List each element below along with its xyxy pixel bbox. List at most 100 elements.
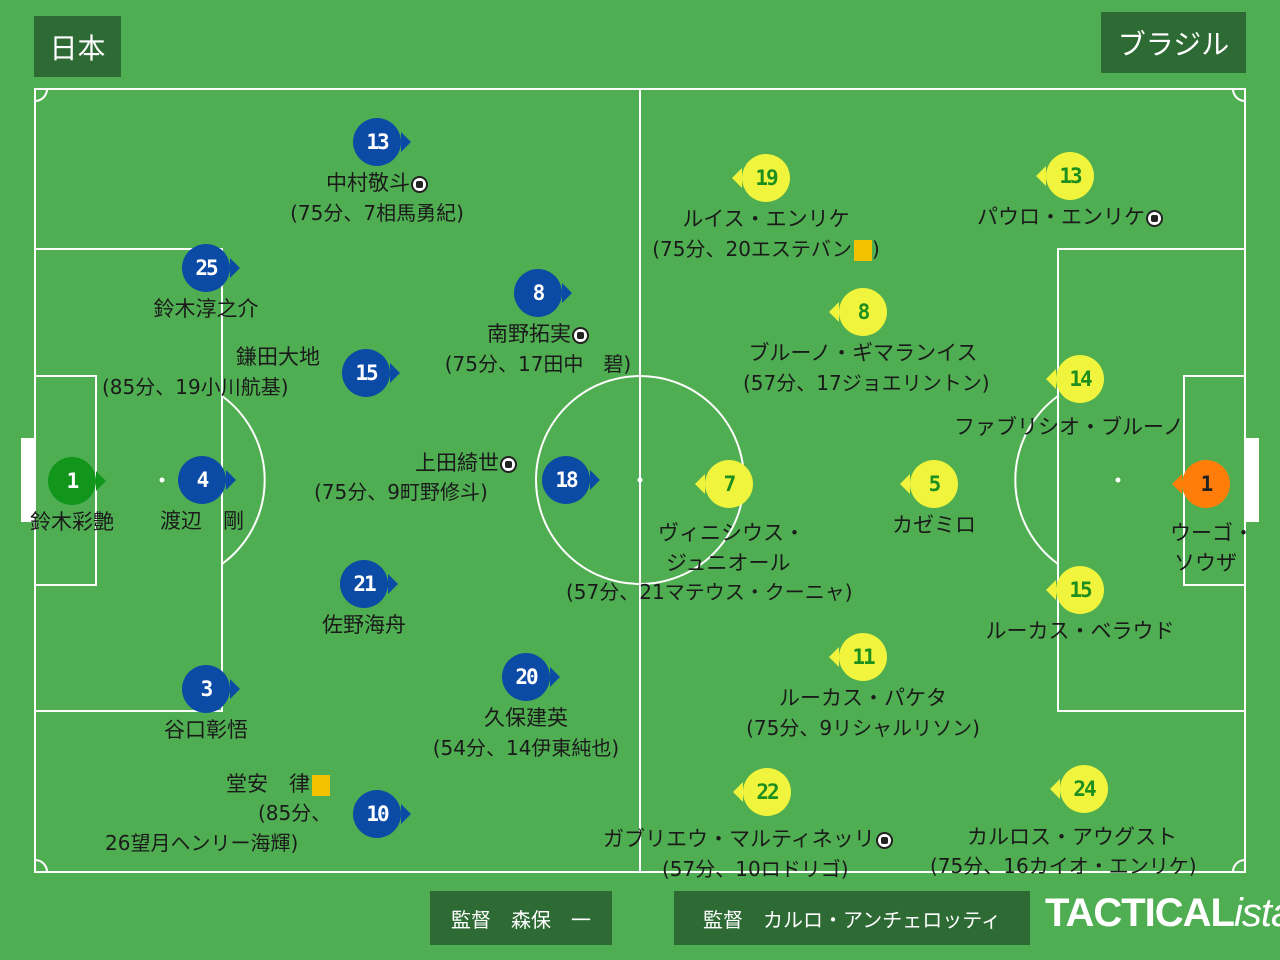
direction-arrow-icon: [562, 283, 572, 303]
direction-arrow-icon: [695, 474, 705, 494]
jersey-number: 20: [502, 653, 550, 701]
direction-arrow-icon: [829, 302, 839, 322]
substitution-text: (75分、7相馬勇紀): [290, 201, 464, 225]
player-name: ガブリエウ・マルティネッリ: [603, 827, 875, 851]
player-br-7: 7: [609, 460, 849, 508]
player-name: カゼミロ: [892, 513, 976, 537]
jersey-number: 7: [705, 460, 753, 508]
player-name: 佐野海舟: [322, 613, 406, 637]
jersey-number: 21: [340, 560, 388, 608]
jersey-number: 1: [1182, 460, 1230, 508]
player-name-row: 南野拓実: [418, 319, 658, 349]
right-goal: [1245, 438, 1259, 522]
direction-arrow-icon: [230, 679, 240, 699]
brand-suffix: ista: [1234, 891, 1280, 935]
substitution-text: (54分、14伊東純也): [432, 736, 620, 760]
direction-arrow-icon: [1050, 779, 1060, 799]
br-14-name: ファブリシオ・ブルーノ: [954, 415, 1184, 439]
player-jp-25: 25 鈴木淳之介: [86, 244, 326, 324]
jp-10-substitution-2: 26望月ヘンリー海輝): [105, 831, 299, 855]
jersey-number: 25: [182, 244, 230, 292]
right-penalty-arc: [1014, 395, 1059, 565]
direction-arrow-icon: [388, 574, 398, 594]
corner-arc-tl: [34, 88, 48, 102]
player-name: 中村敬斗: [326, 171, 410, 195]
br-gk-name-line2: ソウザ: [1174, 551, 1237, 575]
player-name-row: パウロ・エンリケ: [950, 202, 1190, 232]
player-name-row: 中村敬斗: [257, 168, 497, 198]
soccer-ball-icon: [1146, 209, 1163, 227]
soccer-ball-icon: [500, 455, 517, 473]
jersey-number: 15: [1056, 566, 1104, 614]
player-jp-10: 10: [257, 790, 497, 838]
player-jp-8: 8 南野拓実 (75分、17田中 碧): [418, 269, 658, 379]
yellow-card-icon: [312, 774, 330, 796]
direction-arrow-icon: [226, 470, 236, 490]
player-jp-15: 15: [246, 349, 486, 397]
jersey-number: 10: [353, 790, 401, 838]
substitution-close: ): [871, 237, 880, 261]
player-br-11: 11 ルーカス・パケタ (75分、9リシャルリソン): [743, 633, 983, 743]
br-24-name: カルロス・アウグスト: [967, 825, 1177, 849]
soccer-ball-icon: [875, 831, 893, 849]
br-7-name-line1: ヴィニシウス・: [658, 521, 805, 545]
player-name: ブルーノ・ギマランイス: [748, 341, 978, 365]
direction-arrow-icon: [1046, 580, 1056, 600]
jersey-number: 5: [910, 460, 958, 508]
player-jp-3: 3 谷口彰悟: [86, 665, 326, 745]
yellow-card-icon: [853, 240, 872, 261]
br-22-name-row: ガブリエウ・マルティネッリ: [603, 823, 893, 853]
direction-arrow-icon: [1172, 474, 1182, 494]
player-name: ルーカス・ベラウド: [985, 619, 1175, 643]
jersey-number: 22: [743, 768, 791, 816]
br-22-substitution: (57分、10ロドリゴ): [662, 857, 849, 881]
soccer-ball-icon: [572, 326, 589, 344]
direction-arrow-icon: [732, 168, 742, 188]
jersey-number: 18: [542, 456, 590, 504]
away-team-label: ブラジル: [1101, 12, 1246, 73]
jp-10-substitution-1: (85分、: [258, 801, 332, 825]
player-br-22: 22: [647, 768, 887, 816]
player-name: 上田綺世: [415, 451, 499, 475]
direction-arrow-icon: [900, 474, 910, 494]
brand-logo: TACTICALista: [1045, 891, 1280, 936]
left-goal: [21, 438, 35, 522]
substitution-text: (57分、17ジョエリントン): [743, 371, 990, 395]
home-team-label: 日本: [34, 16, 121, 77]
direction-arrow-icon: [401, 804, 411, 824]
substitution-text: (75分、17田中 碧): [444, 352, 632, 376]
player-br-24: 24: [964, 765, 1204, 813]
jersey-number: 8: [839, 288, 887, 336]
away-manager-label: 監督 カルロ・アンチェロッティ: [674, 891, 1030, 945]
jersey-number: 14: [1056, 355, 1104, 403]
player-jp-20: 20 久保建英 (54分、14伊東純也): [406, 653, 646, 763]
direction-arrow-icon: [590, 470, 600, 490]
br-24-substitution: (75分、16カイオ・エンリケ): [930, 854, 1197, 878]
direction-arrow-icon: [401, 132, 411, 152]
center-spot: [637, 477, 643, 483]
jp-10-name-row: 堂安 律: [226, 768, 330, 798]
jersey-number: 15: [342, 349, 390, 397]
left-penalty-arc: [221, 395, 266, 565]
player-br-15: 15 ルーカス・ベラウド: [960, 566, 1200, 646]
player-name: ルイス・エンリケ: [682, 207, 850, 231]
jersey-number: 24: [1060, 765, 1108, 813]
soccer-ball-icon: [411, 175, 428, 193]
player-name: ルーカス・パケタ: [779, 686, 947, 710]
home-manager-label: 監督 森保 一: [430, 891, 612, 945]
player-br-19: 19 ルイス・エンリケ (75分、20エステバン): [646, 154, 886, 264]
direction-arrow-icon: [1036, 166, 1046, 186]
player-name: 鈴木彩艶: [30, 510, 114, 534]
brand-main: TACTICAL: [1045, 891, 1235, 935]
corner-arc-tr: [1232, 88, 1246, 102]
corner-arc-br: [1232, 859, 1246, 873]
jersey-number: 8: [514, 269, 562, 317]
player-name: 渡辺 剛: [160, 509, 244, 533]
direction-arrow-icon: [96, 471, 106, 491]
substitution-text: (75分、20エステバン: [652, 237, 852, 261]
direction-arrow-icon: [829, 647, 839, 667]
player-jp-18: 18: [446, 456, 686, 504]
player-name: 久保建英: [484, 706, 568, 730]
direction-arrow-icon: [733, 782, 743, 802]
